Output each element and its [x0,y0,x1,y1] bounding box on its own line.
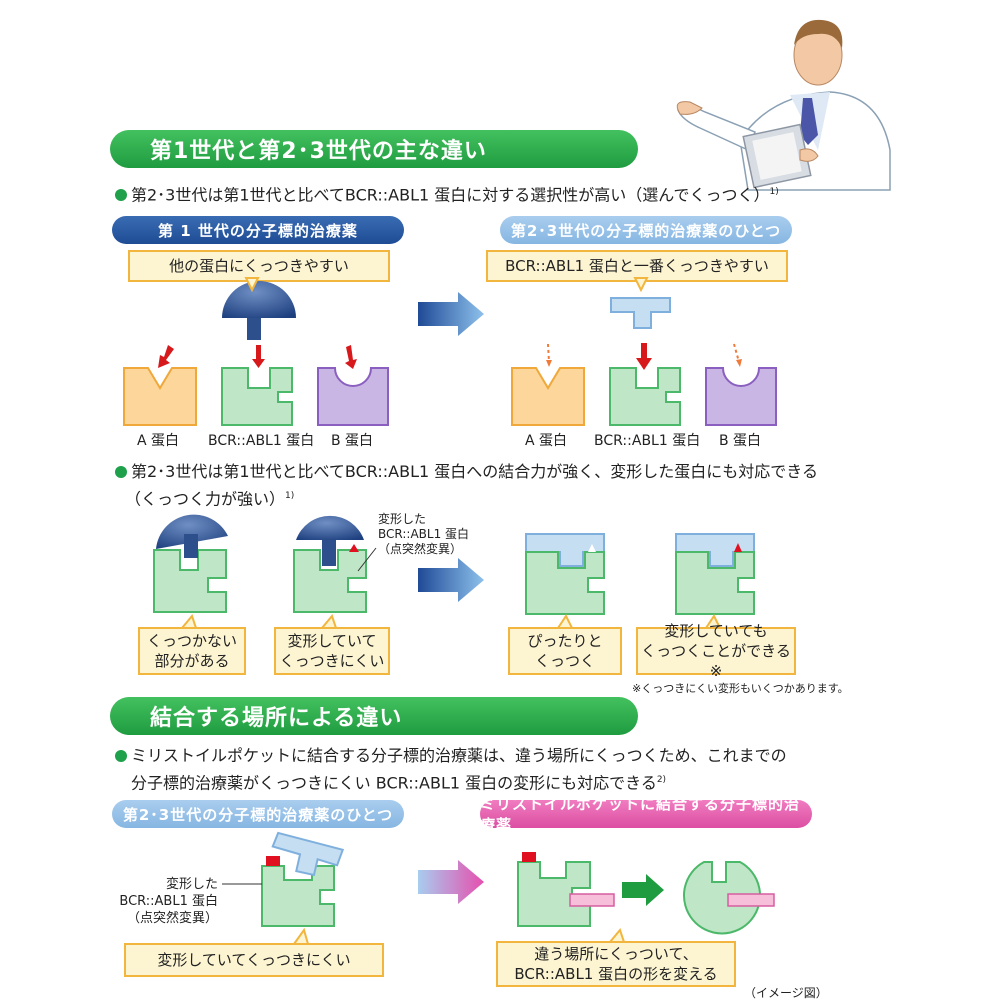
second-gen-drug-t [610,297,671,329]
right-arrow-gradient [418,292,484,336]
section2-right-note: 違う場所にくっついて、 BCR::ABL1 蛋白の形を変える [496,941,736,987]
section2-right-header: ミリストイルポケットに結合する分子標的治療薬 [480,795,812,834]
footnote: ※くっつきにくい変形もいくつかあります。 [632,682,849,695]
section1-bullet1: 第2･3世代は第1世代と比べてBCR::ABL1 蛋白に対する選択性が高い（選ん… [115,180,779,207]
section2-left-note: 変形していてくっつきにくい [124,943,384,977]
note-mutated-hard: 変形していて くっつきにくい [274,627,390,675]
first-gen-note: 他の蛋白にくっつきやすい [128,250,390,282]
first-gen-drug-stem [247,318,261,340]
bullet-icon [115,750,127,762]
note-perfect-fit: ぴったりと くっつく [508,627,622,675]
section2-left-header: 第2･3世代の分子標的治療薬のひとつ [112,800,404,828]
b-protein-label-right: B 蛋白 [719,433,762,449]
bcr-abl1-protein [221,367,293,426]
note-mutated-ok: 変形していても くっつくことができる※ [636,622,796,680]
section2-title: 結合する場所による違い [150,706,403,731]
a-protein [123,367,197,426]
section2-bullet-line2: 分子標的治療薬がくっつきにくい BCR::ABL1 蛋白の変形にも対応できる2) [131,773,667,793]
section1-title: 第1世代と第2･3世代の主な違い [150,139,487,164]
red-down-arrow-main [636,343,652,370]
second-gen-header: 第2･3世代の分子標的治療薬のひとつ [500,216,792,244]
section2-title-banner: 結合する場所による違い [110,697,638,735]
a-protein-label-right: A 蛋白 [525,433,568,449]
section2-bullet: ミリストイルポケットに結合する分子標的治療薬は、違う場所にくっつくため、これまで… [115,744,787,768]
second-gen-note: BCR::ABL1 蛋白と一番くっつきやすい [486,250,788,282]
section1-bullet2-line2: （くっつく力が強い）1) [125,489,295,509]
red-down-arrow [158,345,357,369]
b-protein-label: B 蛋白 [331,433,374,449]
image-note: （イメージ図） [744,986,828,1000]
section1-title-banner: 第1世代と第2･3世代の主な違い [110,130,638,168]
mutation-mark [349,544,359,552]
section1-bullet2: 第2･3世代は第1世代と比べてBCR::ABL1 蛋白への結合力が強く、変形した… [115,460,818,484]
bullet-icon [115,189,127,202]
note-gap: くっつかない 部分がある [138,627,246,675]
first-gen-drug-dome [222,281,296,318]
bcr-abl1-protein-label-right: BCR::ABL1 蛋白 [594,433,701,449]
a-protein-label: A 蛋白 [137,433,180,449]
b-protein [317,367,389,426]
bcr-abl1-protein-label: BCR::ABL1 蛋白 [208,433,315,449]
bullet-icon [115,466,127,478]
first-gen-header: 第 1 世代の分子標的治療薬 [112,216,404,244]
section2-mutated-label: 変形した BCR::ABL1 蛋白 （点突然変異） [119,877,218,926]
mutated-protein-label: 変形した BCR::ABL1 蛋白 （点突然変異） [378,512,470,556]
